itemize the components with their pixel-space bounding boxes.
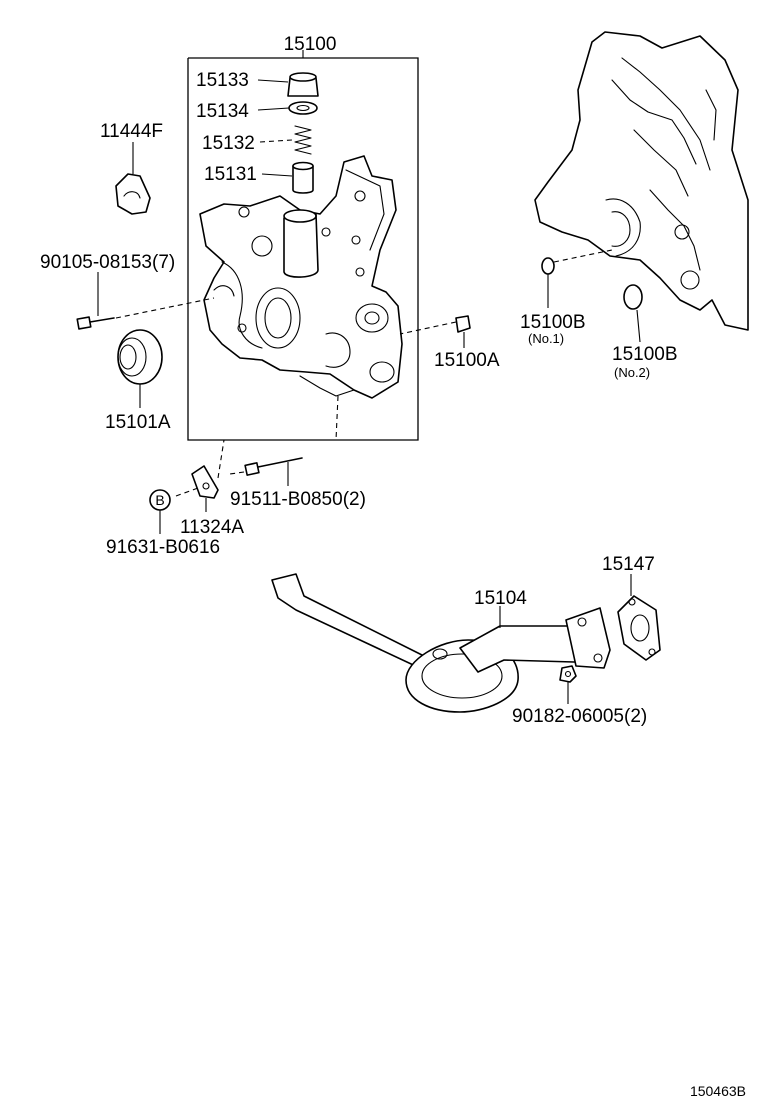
label-main-bolt: 90105-08153(7) (40, 252, 175, 273)
label-gasket: 15134 (196, 101, 249, 122)
main-bolt-part (76, 272, 215, 330)
label-bracket: 11324A (180, 517, 244, 538)
illustration-code: 150463B (690, 1083, 746, 1099)
valve-part (261, 161, 314, 194)
strainer-gasket-part (617, 574, 661, 661)
engine-block-outline (534, 31, 749, 331)
oring-2-part (623, 284, 643, 343)
label-oring-1: 15100B (520, 312, 586, 333)
label-ref-b-code: 91631-B0616 (106, 537, 220, 558)
label-strainer: 15104 (474, 588, 527, 609)
b-bolt-part (229, 395, 339, 486)
plug-part (257, 72, 319, 97)
label-oring-2: 15100B (612, 344, 678, 365)
label-clip: 11444F (100, 121, 163, 142)
oil-strainer-part (271, 573, 611, 713)
label-dowel: 15100A (434, 350, 500, 371)
label-b-bolt: 91511-B0850(2) (230, 489, 366, 510)
dowel-part (399, 315, 471, 348)
label-oil-seal: 15101A (105, 412, 171, 433)
gasket-part (257, 101, 318, 115)
oil-pump-housing (199, 155, 403, 399)
label-valve: 15131 (204, 164, 257, 185)
ref-b-letter: B (155, 492, 164, 508)
label-oring-2-note: (No.2) (614, 365, 650, 380)
label-oring-1-note: (No.1) (528, 331, 564, 346)
spring-part (259, 125, 312, 155)
label-strainer-gasket: 15147 (602, 554, 655, 575)
label-assembly: 15100 (284, 34, 337, 55)
assembly-frame (187, 50, 419, 441)
nut-part (559, 665, 577, 704)
oring-1-part (541, 249, 613, 308)
ref-b-marker: B (149, 489, 171, 534)
label-nut: 90182-06005(2) (512, 706, 647, 727)
clip-part (115, 142, 151, 215)
oil-seal-part (117, 329, 163, 408)
label-plug: 15133 (196, 70, 249, 91)
bracket-part (175, 439, 225, 512)
label-spring: 15132 (202, 133, 255, 154)
